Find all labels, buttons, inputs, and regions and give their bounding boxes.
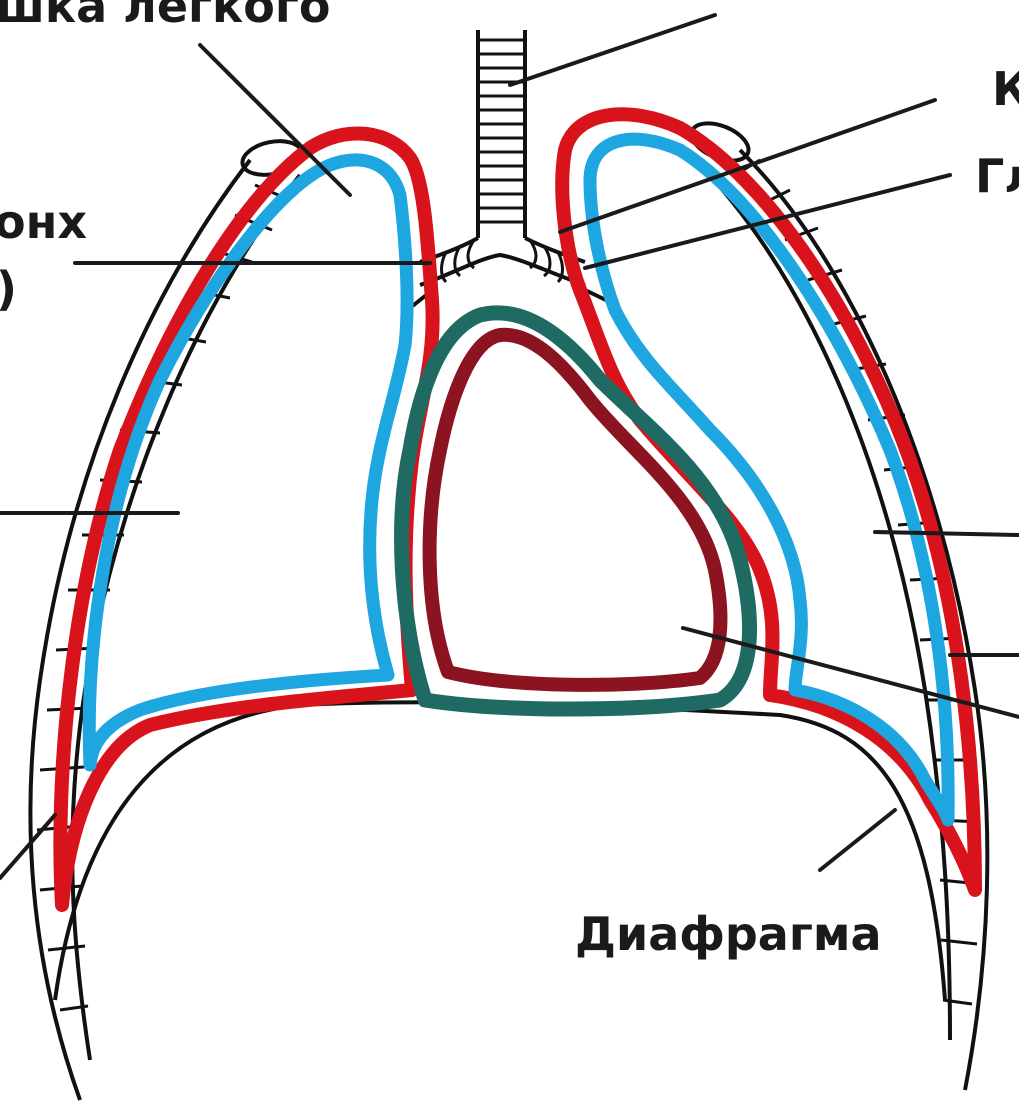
visceral-pleura-right [590,139,948,820]
label-g-fragment: Гл [975,149,1019,203]
rib-hatching-left [37,185,290,1010]
leader-g [585,175,950,268]
label-apex: шка легкого [0,0,331,33]
chest-wall-left [30,136,304,1100]
leader-lines [0,15,1019,878]
trachea-rings [478,40,525,222]
leader-left-bottom [0,815,55,878]
label-bronchus-paren: ) [0,262,17,316]
label-bronchus: онх [0,195,87,249]
label-k-fragment: К [992,62,1019,116]
label-diaphragm: Диафрагма [575,907,882,961]
leader-right-lung [875,532,1019,535]
bronchus-rings [429,240,575,286]
leader-diaphragm [820,810,895,870]
leader-trachea [510,15,715,85]
